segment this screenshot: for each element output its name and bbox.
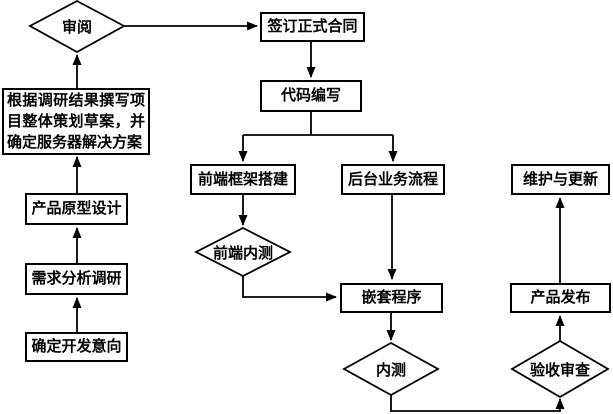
- node-draft-plan-label: 根据调研结果撰写项目整体策划草案，并确定服务器解决方案: [7, 93, 145, 151]
- node-backend-label: 后台业务流程: [347, 171, 438, 188]
- node-sign-contract-label: 签订正式合同: [267, 19, 358, 35]
- node-requirements: 需求分析调研: [25, 263, 128, 295]
- node-backend: 后台业务流程: [341, 164, 445, 195]
- node-maintenance: 维护与更新: [511, 164, 610, 195]
- diamond-frontend-test-shape: [194, 226, 292, 278]
- node-frontend-label: 前端框架搭建: [197, 171, 288, 188]
- connector-internal-test-to-acceptance: [390, 395, 565, 412]
- node-coding: 代码编写: [260, 80, 362, 112]
- node-release: 产品发布: [510, 283, 611, 313]
- node-prototype: 产品原型设计: [25, 193, 128, 225]
- node-draft-plan: 根据调研结果撰写项目整体策划草案，并确定服务器解决方案: [2, 88, 150, 155]
- node-nested-program: 嵌套程序: [340, 283, 443, 313]
- node-requirements-label: 需求分析调研: [31, 271, 122, 287]
- node-sign-contract: 签订正式合同: [260, 12, 365, 42]
- node-prototype-label: 产品原型设计: [31, 201, 122, 217]
- node-dev-intent-label: 确定开发意向: [31, 339, 122, 355]
- diamond-internal-test-shape: [342, 341, 440, 397]
- node-maintenance-label: 维护与更新: [522, 171, 598, 188]
- node-coding-label: 代码编写: [280, 88, 341, 104]
- node-release-label: 产品发布: [530, 290, 591, 306]
- connector-frontend-test-to-nested-program: [242, 276, 337, 302]
- diamond-acceptance-shape: [510, 339, 610, 399]
- diamond-review-shape: [28, 0, 126, 54]
- node-nested-program-label: 嵌套程序: [361, 290, 422, 306]
- node-dev-intent: 确定开发意向: [25, 332, 128, 362]
- node-frontend: 前端框架搭建: [190, 164, 296, 195]
